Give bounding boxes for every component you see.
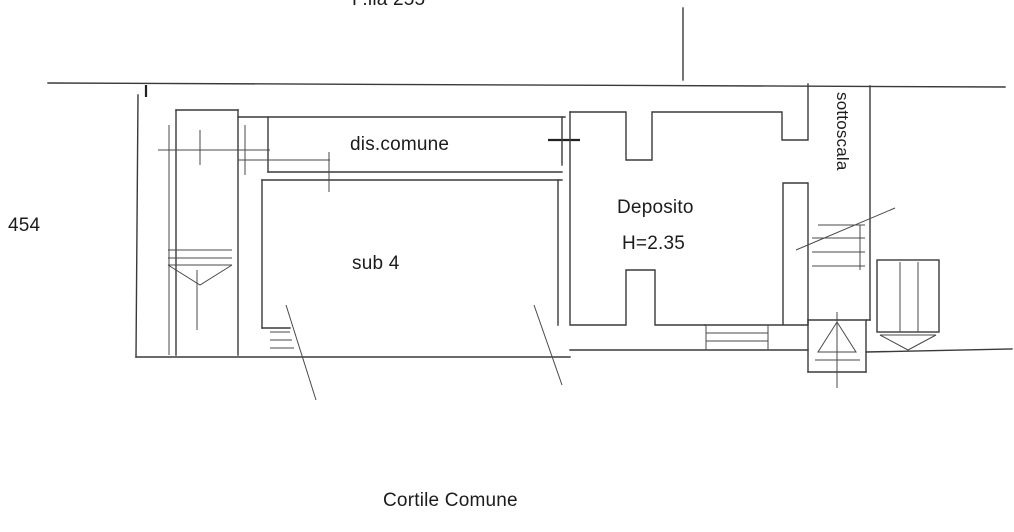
courtyard-label: Cortile Comune	[383, 490, 518, 511]
corridor-label: dis.comune	[350, 134, 450, 155]
deposito-room	[569, 83, 809, 351]
parcel-boundary-top	[47, 7, 1006, 97]
deposito-height-label: H=2.35	[622, 233, 685, 254]
sub4-label: sub 4	[352, 253, 400, 274]
sub4-room	[261, 179, 563, 401]
parcel-label-left: 454	[8, 215, 41, 236]
corridor	[237, 116, 580, 192]
under-stairs-area	[795, 85, 896, 388]
under-stairs-label: sottoscala	[833, 92, 852, 171]
right-column	[865, 259, 1013, 353]
deposito-name-label: Deposito	[617, 197, 694, 218]
parcel-label-top: P.lla 255	[352, 0, 425, 11]
left-column	[135, 94, 571, 358]
